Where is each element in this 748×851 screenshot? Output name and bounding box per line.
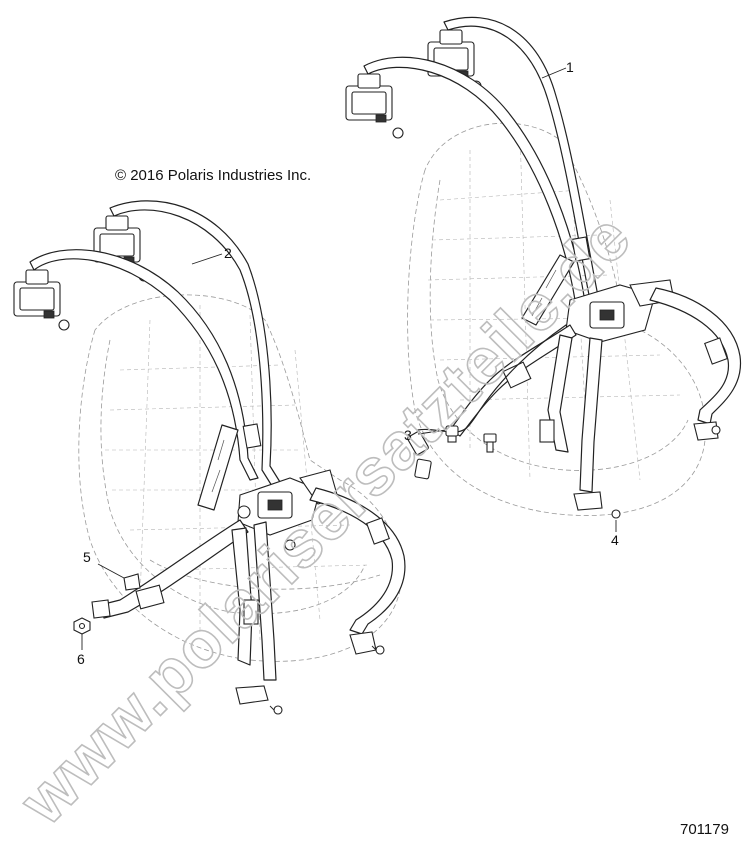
fastener-part-3 bbox=[445, 425, 459, 443]
left-anchor-bracket-left bbox=[91, 599, 111, 619]
left-bolt-3 bbox=[284, 539, 296, 551]
callout-1: 1 bbox=[566, 59, 574, 75]
right-seat-assembly bbox=[345, 16, 742, 519]
right-seat-outline bbox=[407, 122, 706, 516]
left-shoulder-strap-inner bbox=[109, 200, 281, 487]
callout-leaders bbox=[81, 67, 617, 650]
callout-3: 3 bbox=[404, 427, 412, 443]
callout-2: 2 bbox=[224, 245, 232, 261]
watermark-text: www.polarisersatzteile.de bbox=[5, 199, 645, 839]
left-center-buckle bbox=[237, 469, 339, 536]
left-seat-assembly bbox=[13, 200, 406, 715]
right-bolt-far bbox=[711, 425, 721, 435]
bolt-part-4 bbox=[611, 509, 621, 519]
left-anchor-bracket-center bbox=[235, 685, 269, 705]
right-anchor-bracket-right bbox=[693, 421, 719, 441]
callout-4: 4 bbox=[611, 532, 619, 548]
right-center-buckle bbox=[565, 279, 675, 343]
callout-6: 6 bbox=[77, 651, 85, 667]
left-crotch-strap bbox=[231, 527, 253, 666]
left-sternum-strap bbox=[197, 424, 239, 511]
left-bolt-2 bbox=[371, 645, 385, 655]
right-sternum-strap bbox=[521, 254, 575, 326]
left-anchor-strap bbox=[253, 521, 277, 681]
belt-guide-part-5 bbox=[123, 573, 141, 591]
right-retractor-outer bbox=[345, 73, 404, 139]
document-number: 701179 bbox=[680, 821, 729, 838]
copyright-notice: © 2016 Polaris Industries Inc. bbox=[115, 167, 311, 184]
left-anchor-bracket-right bbox=[349, 631, 377, 655]
callout-5: 5 bbox=[83, 549, 91, 565]
wire-connector bbox=[407, 431, 432, 480]
flange-nut-part-6 bbox=[73, 617, 91, 635]
right-anchor-strap bbox=[579, 337, 603, 493]
left-retractor-outer bbox=[13, 269, 70, 331]
left-shoulder-strap-outer bbox=[29, 249, 259, 481]
right-anchor-bracket-center bbox=[573, 491, 603, 511]
left-seat-outline bbox=[78, 294, 402, 662]
right-lap-strap-right bbox=[649, 287, 742, 425]
right-bolt-center bbox=[483, 433, 497, 453]
left-bolt-1 bbox=[269, 705, 283, 715]
